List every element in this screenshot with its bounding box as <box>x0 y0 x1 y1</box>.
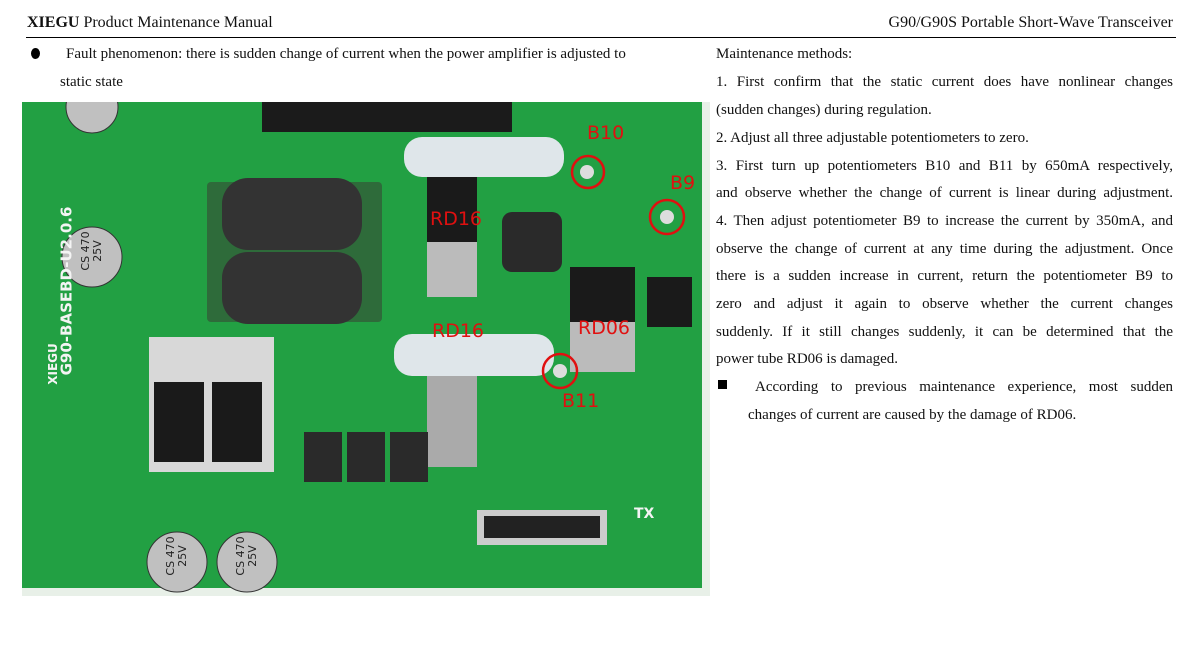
brand-name: XIEGU <box>27 14 80 31</box>
label-b11: B11 <box>562 390 600 412</box>
method-line: 2. Adjust all three adjustable potentiom… <box>716 130 1029 146</box>
method-line: observe the change of current at any tim… <box>716 241 1173 257</box>
header-right: G90/G90S Portable Short-Wave Transceiver <box>888 14 1173 31</box>
square-bullet-icon <box>718 380 727 389</box>
method-line: zero and adjust it again to observe whet… <box>716 296 1173 312</box>
label-rd16-top: RD16 <box>430 208 483 230</box>
fault-text-line1: Fault phenomenon: there is sudden change… <box>66 46 626 62</box>
method-line: 4. Then adjust potentiometer B9 to incre… <box>716 213 1173 229</box>
label-rd06: RD06 <box>578 317 631 339</box>
label-b10: B10 <box>587 122 625 144</box>
method-line: (sudden changes) during regulation. <box>716 102 932 118</box>
method-line: power tube RD06 is damaged. <box>716 351 899 367</box>
pcb-photo: CS 470 25V CS 470 25V CS 470 25V B10 B9 … <box>22 102 710 596</box>
label-rd16-bottom: RD16 <box>432 320 485 342</box>
header-left: XIEGU Product Maintenance Manual <box>27 14 273 32</box>
silk-board: G90-BASEBD-U2.0.6 <box>57 206 76 376</box>
bullet-icon <box>31 48 40 59</box>
fault-text-line2: static state <box>60 74 123 90</box>
capacitor-marking: CS 470 25V <box>164 536 189 576</box>
capacitor-marking: CS 470 25V <box>79 231 104 271</box>
capacitor-marking: CS 470 25V <box>234 536 259 576</box>
method-line: suddenly. If it still changes suddenly, … <box>716 324 1173 340</box>
method-line: and observe whether the change of curren… <box>716 185 1173 201</box>
label-b9: B9 <box>670 172 696 194</box>
method-line: there is a sudden increase in current, r… <box>716 268 1173 284</box>
manual-title: Product Maintenance Manual <box>79 14 273 31</box>
note-line2: changes of current are caused by the dam… <box>748 407 1077 423</box>
methods-heading: Maintenance methods: <box>716 46 853 62</box>
silk-brand: XIEGU <box>45 343 60 385</box>
method-line: 1. First confirm that the static current… <box>716 74 1173 90</box>
method-line: 3. First turn up potentiometers B10 and … <box>716 158 1173 174</box>
note-line1: According to previous maintenance experi… <box>755 379 1173 395</box>
silk-tx: TX <box>634 506 655 522</box>
header-rule <box>26 37 1176 38</box>
